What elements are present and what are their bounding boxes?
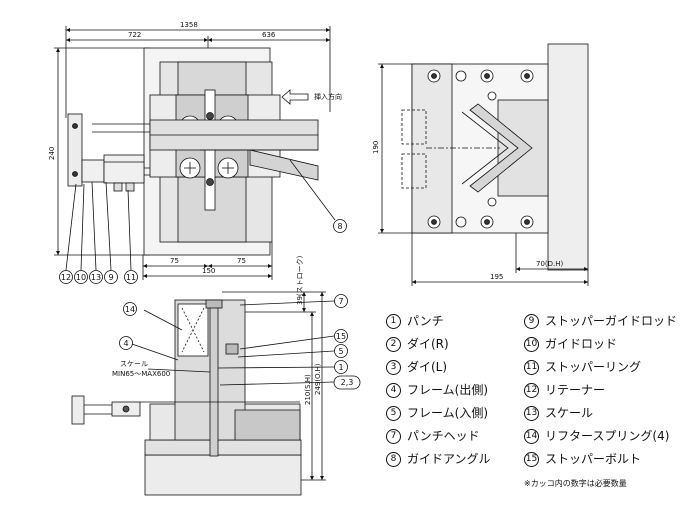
legend-number: 12 [524,383,539,398]
dim-bottom-150: 150 [202,267,215,275]
balloon-10: 10 [76,273,86,282]
dim-stroke: 39(ストローク) [296,255,304,305]
balloon-11: 11 [126,273,136,282]
dim-sh: 210(S.H) [304,374,312,405]
legend-number: 8 [386,452,401,467]
balloon-5: 5 [338,347,343,356]
legend-number: 1 [386,314,401,329]
balloon-2-3: 2,3 [341,378,354,387]
legend-item: 11 ストッパーリング [524,360,641,375]
legend-label: パンチヘッド [407,429,480,443]
legend-item: 4 フレーム(出側) [386,383,488,398]
dim-total-width: 1358 [180,21,198,29]
legend-label: ガイドロッド [545,337,618,351]
dim-side-dh: 70(D.H) [536,260,564,268]
plan-view-text: 1358 722 636 240 75 75 150 挿入方向 [48,21,342,275]
legend-item: 8 ガイドアングル [386,452,491,467]
legend-item: 13 スケール [524,406,593,421]
legend-label: リフタースプリング(4) [545,429,670,443]
scale-range-label: MIN65～MAX600 [112,370,170,378]
legend-item: 5 フレーム(入側) [386,406,488,421]
balloon-9: 9 [108,273,113,282]
dim-left-75: 75 [170,257,179,265]
legend-label: スケール [545,406,594,420]
scale-label: スケール [120,360,148,368]
dim-side-width: 195 [490,273,503,281]
plan-view [54,26,336,280]
balloon-1: 1 [338,363,343,372]
legend-label: パンチ [407,314,444,328]
legend-item: 2 ダイ(R) [386,337,449,352]
legend-number: 11 [524,360,539,375]
balloon-12: 12 [61,273,71,282]
legend-number: 3 [386,360,401,375]
legend-label: ダイ(L) [407,360,448,374]
legend-number: 14 [524,429,539,444]
legend-label: ストッパーボルト [545,452,642,466]
section-view-balloons: 14 4 7 15 5 1 2,3 [119,294,361,390]
insert-direction-label: 挿入方向 [314,92,342,101]
legend-number: 13 [524,406,539,421]
legend-label: リテーナー [545,383,606,397]
legend-label: フレーム(出側) [407,383,489,397]
legend-number: 9 [524,314,539,329]
dim-left-width: 722 [128,31,141,39]
legend-number: 10 [524,337,539,352]
legend-number: 5 [386,406,401,421]
legend-number: 7 [386,429,401,444]
section-view [71,291,335,496]
balloon-8: 8 [337,222,342,231]
legend-item: 7 パンチヘッド [386,429,480,444]
balloon-14: 14 [125,305,135,314]
dim-right-width: 636 [262,31,276,39]
dim-oh: 249(O.H) [314,363,322,395]
balloon-13: 13 [91,273,101,282]
legend-number: 15 [524,452,539,467]
dim-side-height: 190 [372,141,380,154]
legend-number: 2 [386,337,401,352]
legend-number: 4 [386,383,401,398]
balloon-7: 7 [338,297,343,306]
side-view-text: 190 70(D.H) 195 [372,141,564,281]
legend-item: 1 パンチ [386,314,444,329]
plan-view-balloons: 12 10 13 9 11 8 [59,219,347,284]
legend-item: 3 ダイ(L) [386,360,447,375]
legend-item: 9 ストッパーガイドロッド [524,314,677,329]
legend-label: ダイ(R) [407,337,449,351]
dim-right-75: 75 [237,257,246,265]
balloon-4: 4 [123,339,128,348]
balloon-15: 15 [336,332,346,341]
legend-label: フレーム(入側) [407,406,489,420]
legend-item: 14 リフタースプリング(4) [524,429,669,444]
dim-plan-height: 240 [48,147,56,160]
legend-label: ストッパーリング [545,360,642,374]
legend-item: 15 ストッパーボルト [524,452,641,467]
parts-legend: 1 パンチ 2 ダイ(R) 3 ダイ(L) 4 フレーム(出側) 5 フレーム(入側) 7 パンチヘッ… [386,314,691,494]
legend-item: 10 ガイドロッド [524,337,617,352]
legend-label: ガイドアングル [407,452,491,466]
legend-item: 12 リテーナー [524,383,605,398]
legend-label: ストッパーガイドロッド [545,314,678,328]
section-view-text: 39(ストローク) 210(S.H) 249(O.H) スケール MIN65～M… [112,255,322,405]
side-view [378,43,589,286]
quantity-note: ※カッコ内の数字は必要数量 [524,479,627,488]
